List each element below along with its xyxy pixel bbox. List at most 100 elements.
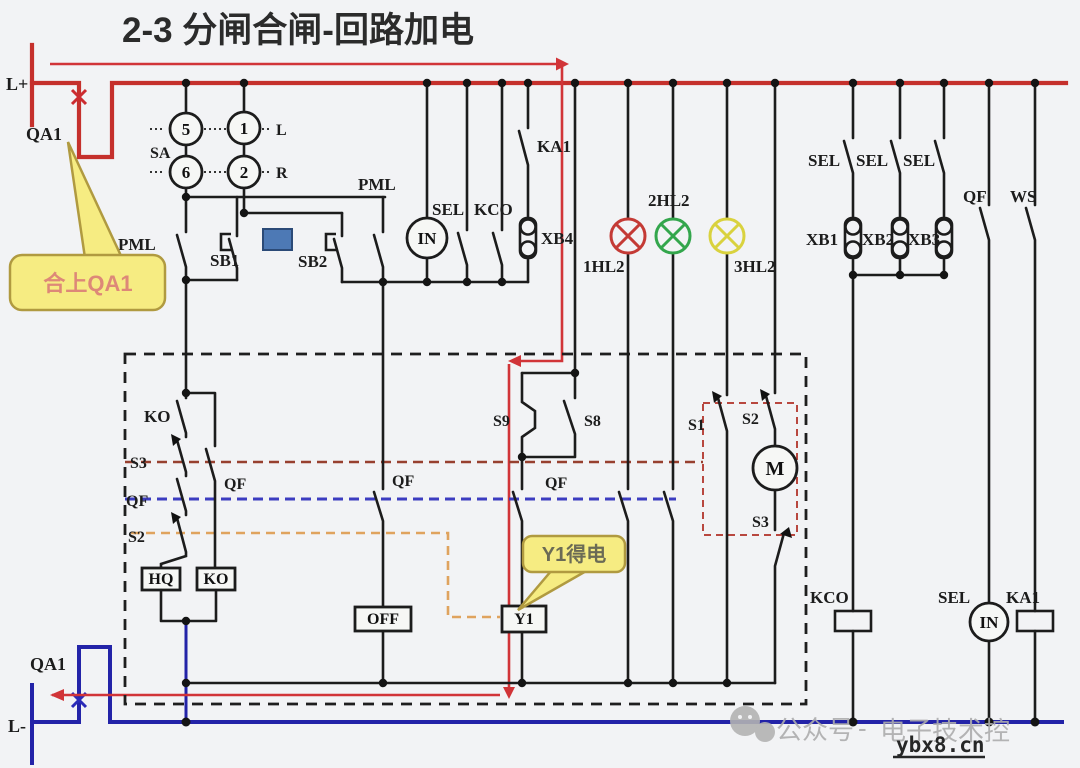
pml-contact-left: PML [118,195,188,282]
qf-left-label: QF [126,493,148,510]
top-bus-l-plus [29,42,1069,160]
s3-left-arrow-icon [171,434,181,446]
page-title: 2-3 分闸合闸-回路加电 [122,11,474,50]
xb4-label: XB4 [541,229,574,248]
kco-coil-label: KCO [810,588,849,607]
bottom-rail-l-minus [30,621,1064,765]
callout-close-qa1: 合上QA1 [8,141,167,312]
s8-label: S8 [584,413,601,430]
qf-in-column: IN QF SEL [938,81,1010,724]
sa-l-label: L [276,122,287,139]
sel-r3-label: SEL [903,151,935,170]
junction-nodes [181,78,1040,727]
sel-contact-mid: SEL [432,81,469,284]
lamp-1hl2: 1HL2 [583,81,647,685]
watermark: 公众号 - 电子技术控 ybx8.cn [730,706,1010,759]
upper-control-wiring [184,195,530,395]
sa-contact-1-label: 1 [240,119,249,138]
off-column: QF OFF [353,280,414,685]
callout-close-qa1-label: 合上QA1 [43,271,132,296]
motor-label: M [766,458,785,480]
s9-s8-y1-column: S9 S8 QF Y1 [493,81,601,685]
linkage-line-orange [131,531,500,619]
lamp-2hl2: 2HL2 [648,81,692,685]
ws-ka1-column: WS KA1 [1006,81,1055,724]
lamp-3hl2-label: 3HL2 [734,257,776,276]
pml-left-label: PML [118,235,156,254]
sb2-label: SB2 [298,252,327,271]
sel-bottom-label: SEL [938,588,970,607]
off-box-label: OFF [367,611,399,628]
y1-box [500,604,548,634]
sa-contact-6-icon [168,154,204,190]
motor-column: M S2 S3 [742,81,799,685]
in-top-label: IN [418,229,438,248]
kco-contact-mid: KCO [474,81,513,284]
sel-xb-group: SEL SEL SEL XB1 XB2 XB3 [806,81,954,277]
xb2-label: XB2 [862,230,894,249]
sb1-pushbutton: SB1 [210,195,239,282]
sa-contact-2-icon [226,154,262,190]
lamp-1hl2-label: 1HL2 [583,257,625,276]
blue-indicator-block [262,228,293,251]
sa-r-label: R [276,165,288,182]
sa-contact-6-label: 6 [182,163,191,182]
pml-contact-right: PML [358,175,396,284]
ka1-contact-xb4: KA1 XB4 [517,81,574,284]
s1-label: S1 [688,417,705,434]
lamp-red-icon [614,222,642,250]
watermark-site: ybx8.cn [896,733,985,757]
ko-box-label: KO [204,571,229,588]
l-plus-label: L+ [6,74,28,94]
l-minus-label: L- [8,716,26,736]
s3-left-label: S3 [130,455,147,472]
interlock-dashed-frame [123,352,808,706]
watermark-account: 公众号 [776,715,854,745]
qf-branch-label: QF [224,476,246,493]
xb1-label: XB1 [806,230,838,249]
qa1-closed-marker-icon [70,88,88,106]
lamp-2hl2-label: 2HL2 [648,191,690,210]
callout-y1-energized: Y1得电 [517,534,627,612]
callout-y1-label: Y1得电 [542,542,606,566]
ka1-top-label: KA1 [537,137,571,156]
wechat-icon [730,706,775,742]
s2-left-label: S2 [128,529,145,546]
s2-arrow-icon [760,389,770,401]
s2-left-arrow-icon [171,512,181,524]
sa-contact-2-label: 2 [240,163,249,182]
ko-contact-label: KO [144,407,170,426]
in-bottom-label: IN [980,613,1000,632]
xb3-label: XB3 [908,230,940,249]
pml-right-label: PML [358,175,396,194]
sel-r1-label: SEL [808,151,840,170]
s2-right-label: S2 [742,411,759,428]
s9-label: S9 [493,413,510,430]
flow-arrow-left-icon [508,355,521,367]
qa1-bottom-label: QA1 [30,654,66,674]
sb1-label: SB1 [210,251,239,270]
hq-box-label: HQ [149,571,174,588]
in-meter-top: IN [405,81,449,284]
flow-arrow-down-icon [503,687,515,699]
off-box [353,605,413,633]
kco-mid-label: KCO [474,200,513,219]
sb2-pushbutton: SB2 [298,211,344,284]
lamp-green-icon [659,222,687,250]
qf-y1-label: QF [545,475,567,492]
qf-off-label: QF [392,473,414,490]
s1-arrow-icon [712,391,722,403]
left-interlock-chain: KO S3 QF S2 QF HQ KO [126,391,246,623]
selector-switch-sa: 5 1 6 2 SA L R [150,81,288,215]
y1-box-label: Y1 [514,611,534,628]
qa1-top-label: QA1 [26,124,62,144]
flow-arrow-left-bottom-icon [50,689,64,701]
kco-coil-column: KCO [810,273,873,724]
current-flow-path [50,57,569,701]
watermark-name: 电子技术控 [880,716,1010,746]
s3-arrow-icon [780,527,792,538]
lamp-yellow-icon [713,222,741,250]
sa-contact-5-label: 5 [182,120,191,139]
